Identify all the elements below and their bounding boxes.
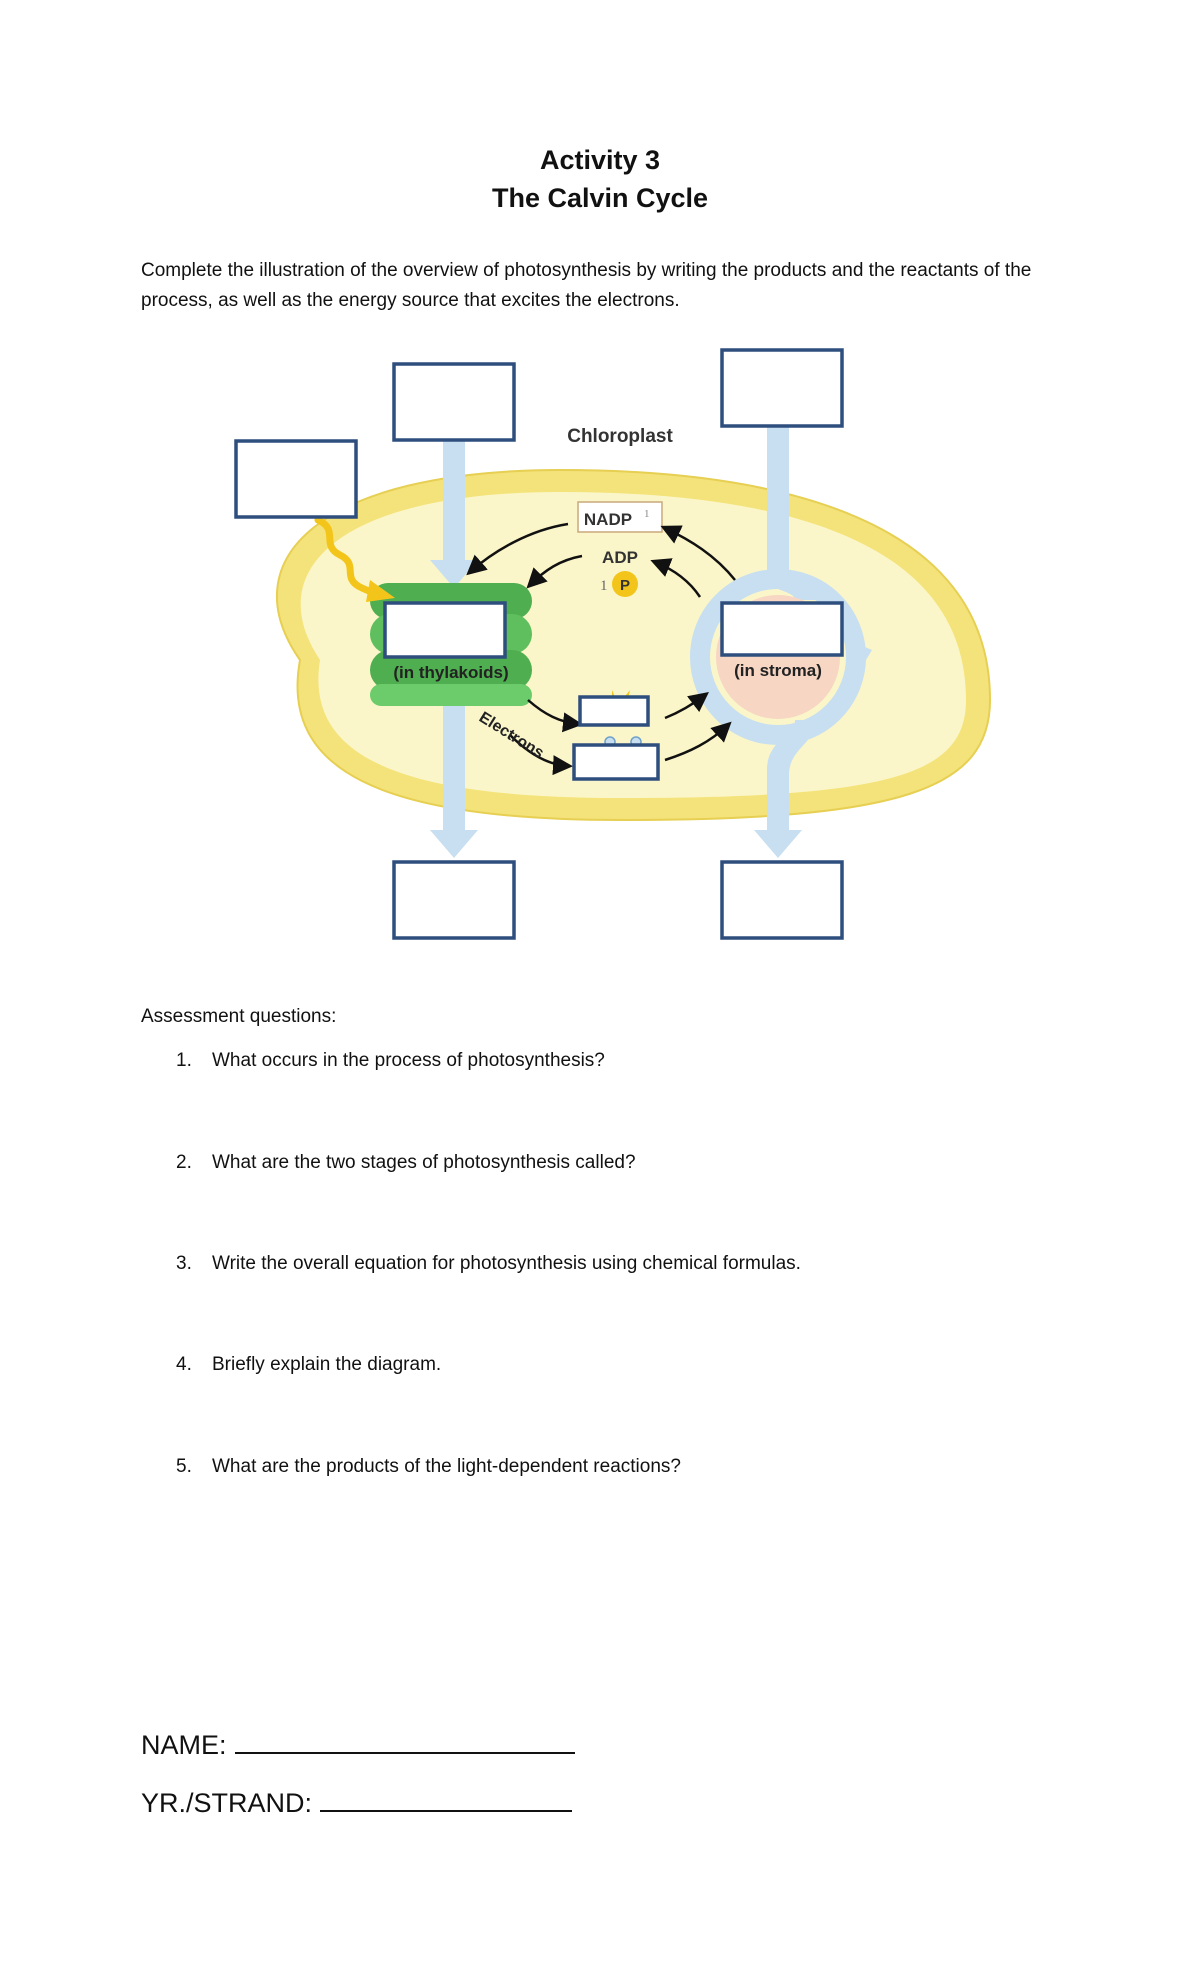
output-arrow-right	[754, 720, 815, 858]
answer-box-product-right[interactable]	[720, 860, 844, 940]
assessment-heading: Assessment questions:	[141, 1006, 337, 1027]
question-number: 5.	[176, 1456, 192, 1477]
activity-title: Activity 3	[539, 145, 661, 175]
question-text: What are the two stages of photosynthesi…	[212, 1152, 636, 1173]
adp-label: ADP	[602, 548, 638, 567]
question-4: 4. Briefly explain the diagram.	[176, 1354, 441, 1376]
question-text: Write the overall equation for photosynt…	[212, 1253, 801, 1274]
pi-prefix: 1	[600, 578, 608, 594]
arrow-calvin-to-adp	[650, 558, 702, 598]
answer-box-nadph[interactable]	[572, 743, 660, 781]
answer-box-reactant-right[interactable]	[720, 348, 844, 428]
cycle-arrowhead-right	[848, 640, 872, 670]
arrow-thylakoid-to-atp	[527, 699, 583, 733]
question-text: Briefly explain the diagram.	[212, 1354, 442, 1375]
name-blank[interactable]	[234, 1728, 575, 1754]
name-label: NAME:	[141, 1730, 227, 1760]
question-5: 5. What are the products of the light-dep…	[176, 1456, 681, 1478]
photosynthesis-diagram: Chloroplast (in thylakoids) (in stroma) …	[234, 348, 992, 940]
cycle-arrowhead-left	[690, 640, 712, 670]
nadp-box	[577, 501, 663, 533]
arrow-atp-to-calvin	[664, 691, 709, 720]
light-arrowhead	[366, 580, 395, 602]
question-3: 3. Write the overall equation for photosy…	[176, 1253, 801, 1275]
nadp-label: NADP	[584, 510, 632, 529]
activity-subtitle: The Calvin Cycle	[491, 183, 709, 213]
answer-box-light-source[interactable]	[234, 439, 358, 519]
question-text: What occurs in the process of photosynth…	[212, 1050, 605, 1071]
arrow-calvin-to-nadp	[660, 525, 736, 581]
thylakoid-label: (in thylakoids)	[393, 663, 508, 682]
instructions-text: Complete the illustration of the overvie…	[141, 260, 1032, 311]
question-number: 2.	[176, 1152, 192, 1173]
arrow-adp-to-thylakoid	[526, 554, 583, 589]
answer-box-calvin-cycle[interactable]	[720, 601, 844, 657]
arrow-nadp-to-thylakoid	[466, 522, 569, 576]
arrow-electrons	[509, 734, 573, 776]
answer-box-product-left[interactable]	[392, 860, 516, 940]
arrow-nadph-to-calvin	[664, 721, 732, 762]
answer-box-light-reactions[interactable]	[383, 601, 507, 659]
question-text: What are the products of the light-depen…	[212, 1456, 681, 1477]
phosphate-icon	[612, 571, 638, 597]
question-2: 2. What are the two stages of photosynthe…	[176, 1152, 636, 1174]
name-field: NAME:	[141, 1728, 575, 1761]
stroma-label: (in stroma)	[734, 661, 822, 680]
answer-box-reactant-left[interactable]	[392, 362, 516, 442]
question-number: 1.	[176, 1050, 192, 1071]
light-wave-icon	[314, 516, 382, 599]
strand-field: YR./STRAND:	[141, 1786, 573, 1819]
pi-label: P	[620, 577, 630, 594]
question-1: 1. What occurs in the process of photosyn…	[176, 1050, 605, 1072]
strand-label: YR./STRAND:	[141, 1788, 313, 1818]
nadp-superscript: 1	[644, 508, 650, 520]
output-arrow-left	[430, 700, 478, 858]
question-number: 4.	[176, 1354, 192, 1375]
input-arrow-right	[767, 425, 815, 600]
chloroplast-label: Chloroplast	[567, 426, 673, 447]
answer-box-atp[interactable]	[578, 695, 650, 727]
question-number: 3.	[176, 1253, 192, 1274]
strand-blank[interactable]	[320, 1786, 573, 1812]
input-arrow-left	[430, 440, 478, 588]
